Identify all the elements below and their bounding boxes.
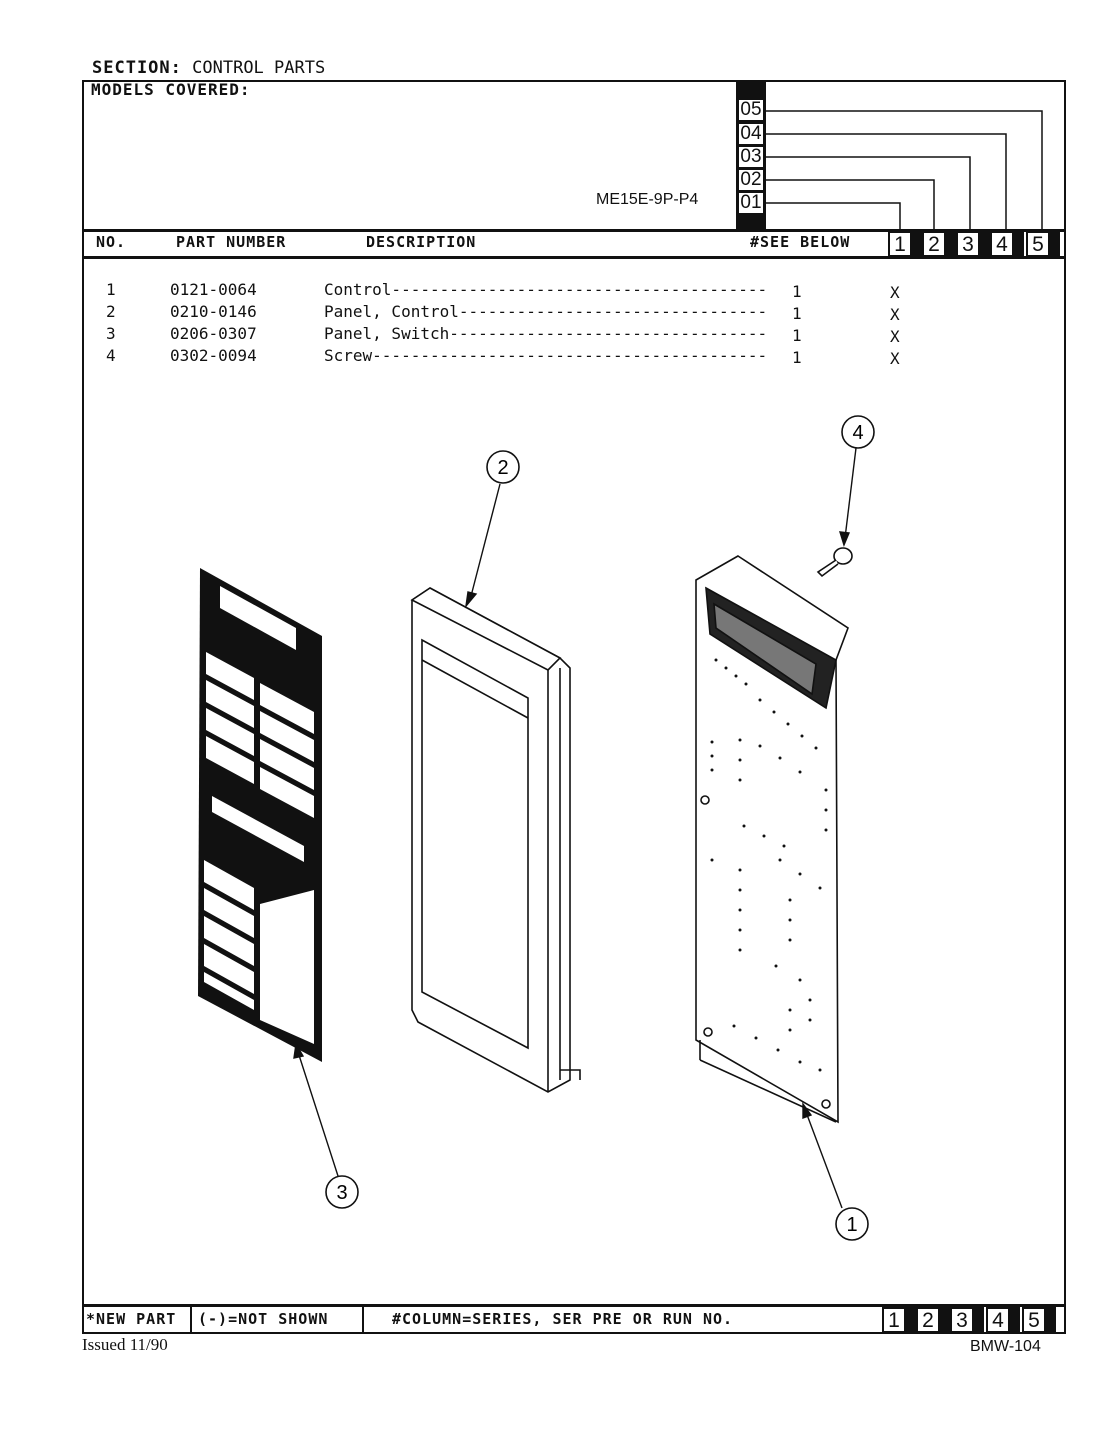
series-code-03: 03 [739,146,763,167]
header-rule-bottom [82,256,1066,259]
footer-col-5: 5 [1022,1307,1046,1333]
part-row-number: 0121-0064 [170,280,257,299]
footer-col-4: 4 [986,1307,1010,1333]
model-number: ME15E-9P-P4 [596,191,699,208]
leader-03 [765,156,971,232]
callout-1: 1 [835,1207,869,1241]
part-row-mark: X [890,327,900,346]
callout-3: 3 [325,1175,359,1209]
part-row-desc: Control---------------------------------… [324,280,768,299]
footer-divider [190,1306,192,1332]
leader-04 [765,133,1007,232]
col-header-see-below: #SEE BELOW [750,233,851,251]
col-header-no: NO. [96,233,127,251]
part-row-no: 1 [106,280,116,299]
leader-02 [765,179,935,232]
callout-1-label: 1 [846,1214,857,1236]
series-leader-lines [765,110,1043,232]
callout-4-label: 4 [852,422,863,444]
footer-column-note: #COLUMN=SERIES, SER PRE OR RUN NO. [392,1310,734,1328]
document-id: BMW-104 [970,1338,1041,1355]
header-col-5: 5 [1026,231,1050,257]
footer-new-part: *NEW PART [86,1310,177,1328]
footer-rule [82,1304,1066,1307]
part-row-mark: X [890,305,900,324]
part-row-number: 0302-0094 [170,346,257,365]
header-col-bar [1014,231,1024,257]
part-row-no: 3 [106,324,116,343]
part-row-qty: 1 [792,348,802,367]
page-frame [82,80,1066,1334]
callout-leaders [293,447,857,1209]
footer-col-3: 3 [950,1307,974,1333]
series-code-05: 05 [739,99,763,120]
screw-graphic [816,547,853,578]
header-col-bar [946,231,956,257]
part-row-desc: Screw-----------------------------------… [324,346,768,365]
header-col-2: 2 [922,231,946,257]
section-label: SECTION: [92,58,182,78]
header-col-bar [1050,231,1060,257]
series-code-01: 01 [739,192,763,213]
footer-col-bar [906,1307,916,1333]
part-row-qty: 1 [792,282,802,301]
part-row-no: 2 [106,302,116,321]
footer-col-bar [1046,1307,1056,1333]
part-row-desc: Panel, Switch---------------------------… [324,324,768,343]
header-col-3: 3 [956,231,980,257]
footer-col-1: 1 [882,1307,906,1333]
part-row-mark: X [890,283,900,302]
part-row-qty: 1 [792,326,802,345]
control-board-graphic [695,555,849,1124]
series-code-02: 02 [739,169,763,190]
col-header-description: DESCRIPTION [366,233,477,251]
switch-panel-graphic [198,568,322,1062]
series-code-04: 04 [739,123,763,144]
header-col-1: 1 [888,231,912,257]
header-col-bar [980,231,990,257]
control-panel-frame-graphic [410,587,581,1093]
part-row-qty: 1 [792,304,802,323]
part-row-desc: Panel, Control--------------------------… [324,302,768,321]
section-value: CONTROL PARTS [192,58,326,78]
header-col-bar [912,231,922,257]
footer-col-bar [940,1307,950,1333]
footer-col-bar [974,1307,984,1333]
footer-not-shown: (-)=NOT SHOWN [198,1310,329,1328]
leader-05 [765,110,1043,232]
leader-01 [765,202,901,232]
footer-col-bar [1010,1307,1020,1333]
header-rule-top [82,229,1066,232]
callout-3-label: 3 [336,1182,347,1204]
callout-4: 4 [841,415,875,449]
models-covered-label: MODELS COVERED: [91,80,251,99]
part-row-number: 0206-0307 [170,324,257,343]
footer-divider [362,1306,364,1332]
part-row-number: 0210-0146 [170,302,257,321]
callout-2: 2 [486,450,520,484]
col-header-part-number: PART NUMBER [176,233,287,251]
part-row-mark: X [890,349,900,368]
header-col-4: 4 [990,231,1014,257]
exploded-view-drawing: 2 4 3 1 [198,415,875,1241]
callout-2-label: 2 [497,457,508,479]
issued-date: Issued 11/90 [82,1335,168,1354]
section-title: SECTION: CONTROL PARTS [92,58,325,78]
footer-col-2: 2 [916,1307,940,1333]
part-row-no: 4 [106,346,116,365]
